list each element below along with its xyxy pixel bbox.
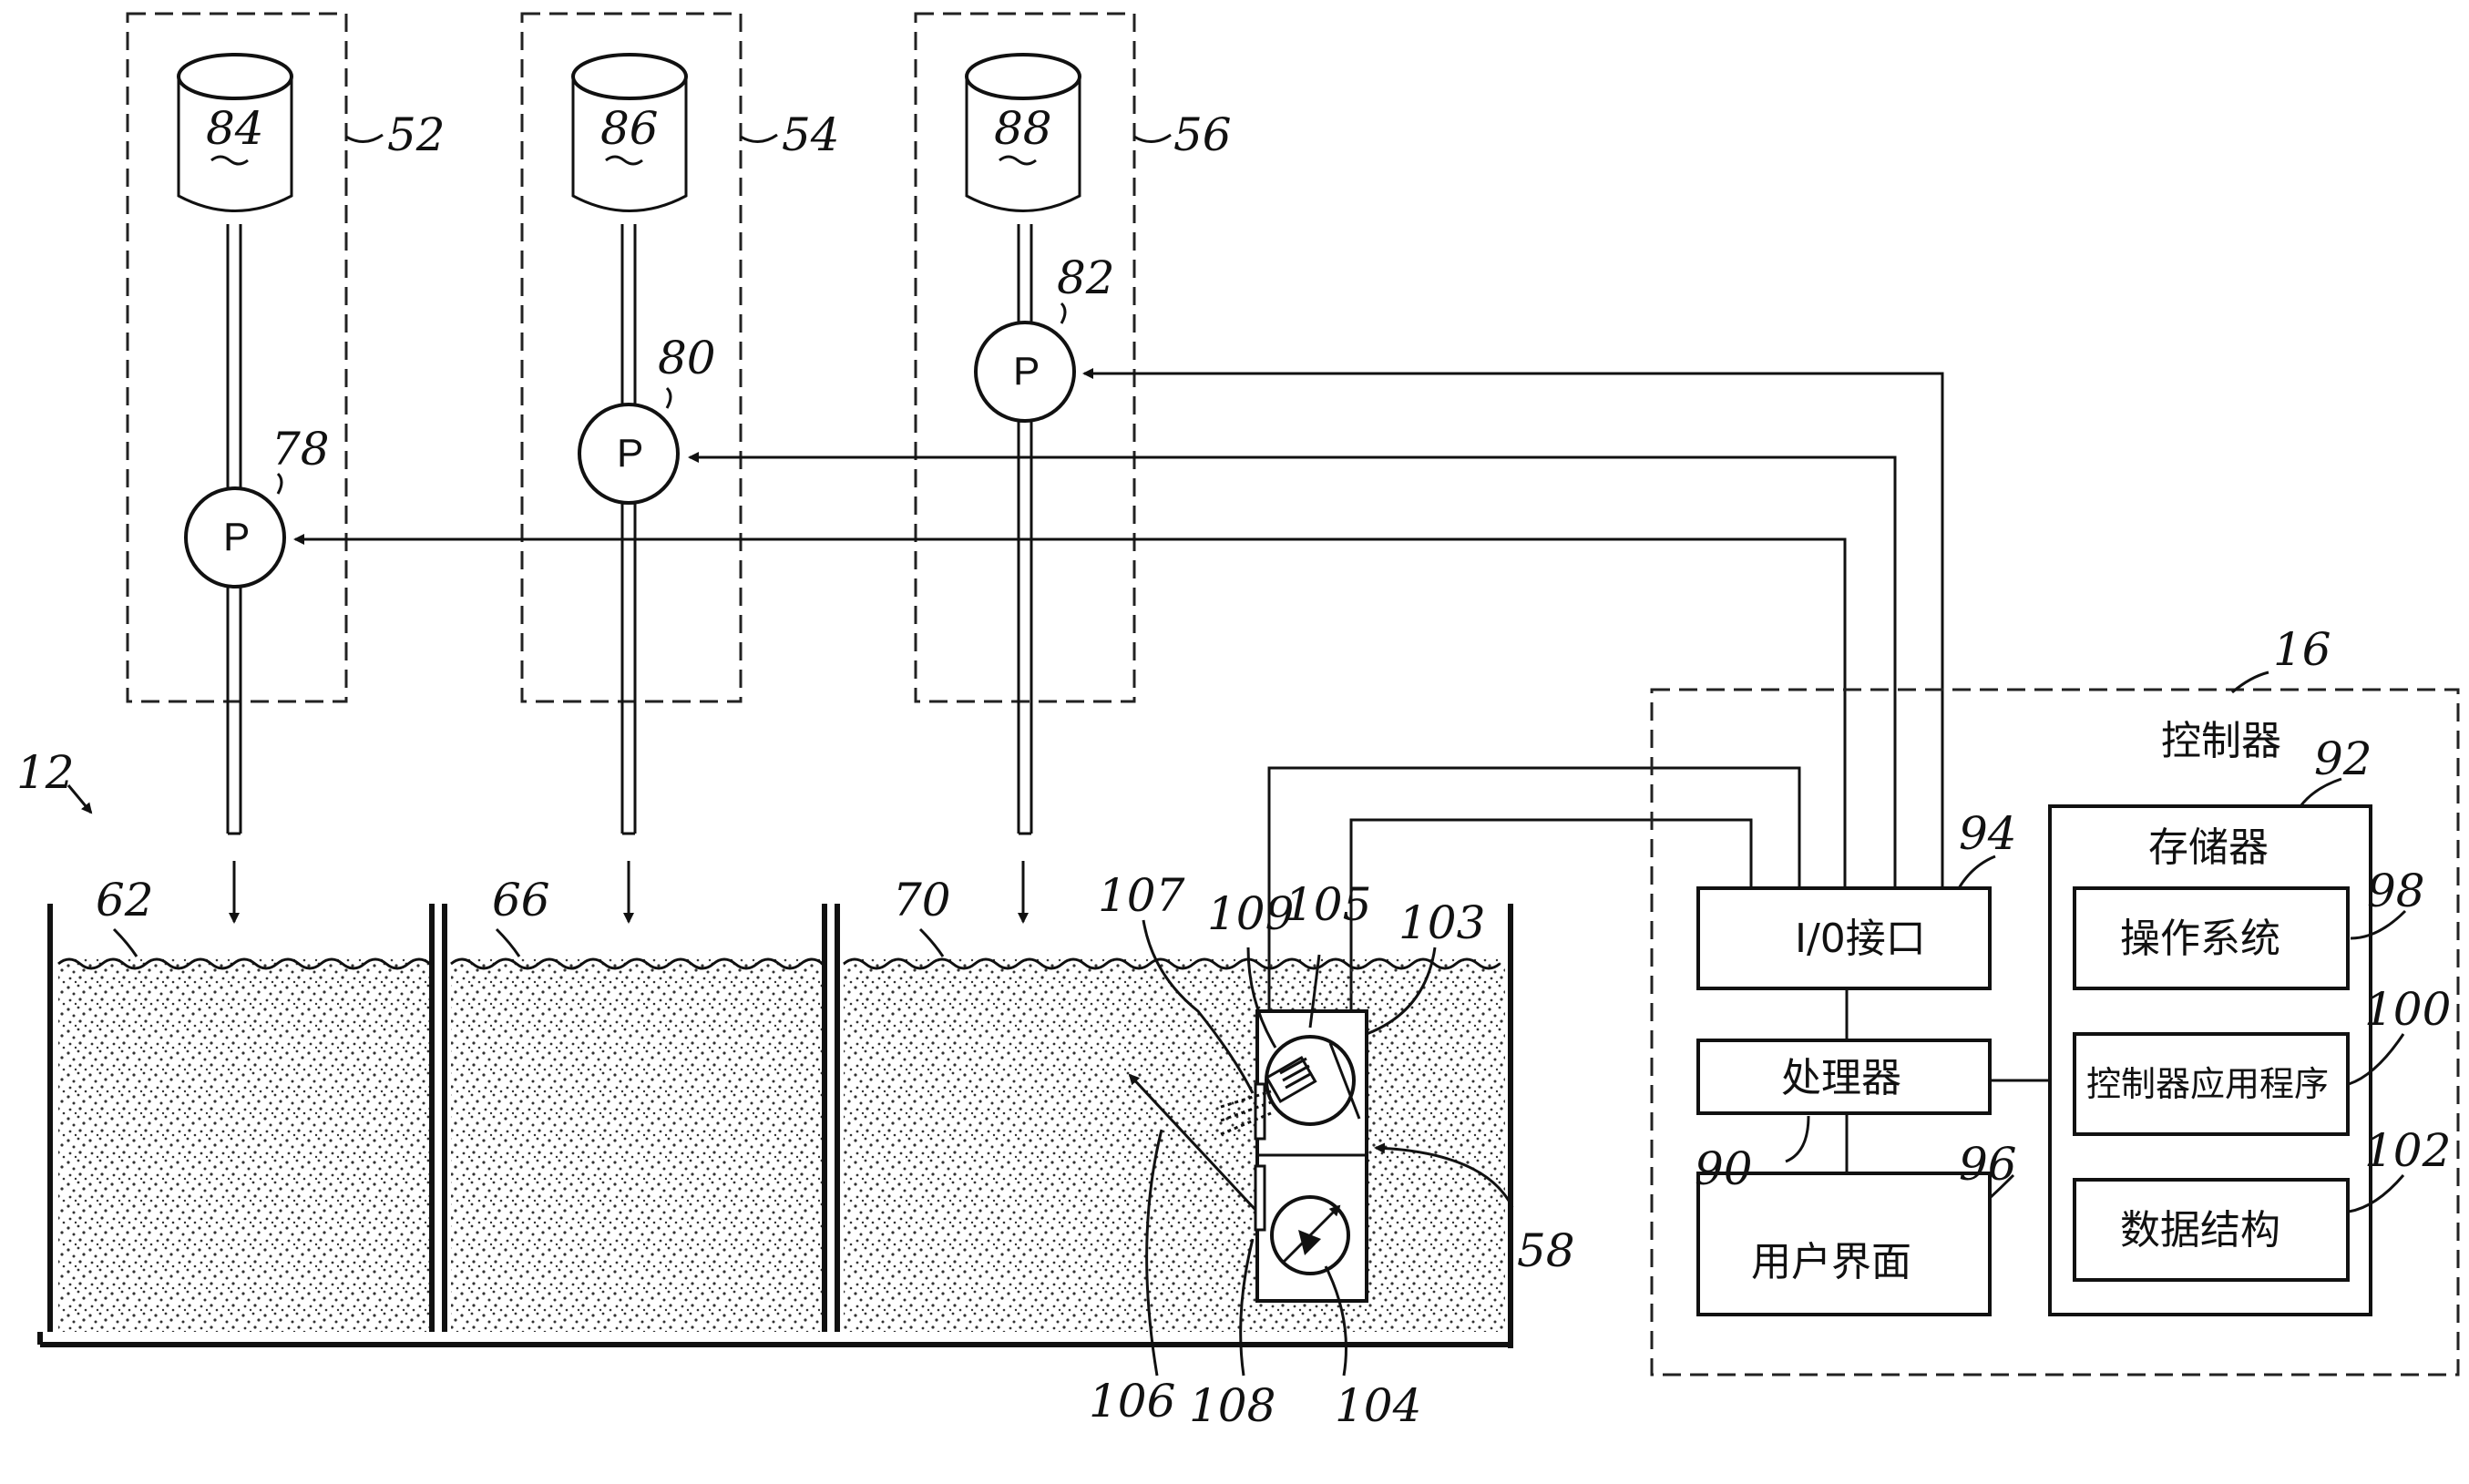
ref-88: 88	[994, 102, 1052, 155]
ref-52: 52	[387, 108, 446, 161]
os-box	[2073, 886, 2350, 990]
ref-58: 58	[1517, 1224, 1575, 1277]
ref-94: 94	[1959, 807, 2017, 860]
pump-78	[184, 486, 286, 588]
ref-108: 108	[1189, 1379, 1275, 1432]
ref-12: 12	[16, 746, 75, 799]
tank-84	[177, 53, 293, 100]
user-interface-box	[1696, 1172, 1992, 1316]
dispenser-unit-52: 84 P 78	[126, 12, 348, 924]
ref-80: 80	[658, 332, 716, 384]
ref-16: 16	[2273, 623, 2331, 676]
ref-96: 96	[1959, 1138, 2017, 1191]
os-label: 操作系统	[2120, 916, 2280, 962]
pump-82-label: P	[1013, 349, 1040, 394]
ref-54: 54	[782, 108, 840, 161]
pump-80	[578, 403, 680, 505]
ref-62: 62	[96, 874, 154, 926]
data-structure-box	[2073, 1178, 2350, 1282]
pump-82	[974, 321, 1076, 423]
ref-103: 103	[1398, 896, 1485, 949]
ref-109: 109	[1207, 887, 1294, 940]
controller-app-box	[2073, 1032, 2350, 1136]
processor-box	[1696, 1039, 1992, 1115]
ref-70: 70	[893, 874, 951, 926]
memory-label: 存储器	[2148, 824, 2269, 871]
ref-56: 56	[1173, 108, 1232, 161]
tank-86	[571, 53, 688, 100]
bath-70	[844, 958, 1505, 1332]
data-structure-label: 数据结构	[2120, 1207, 2280, 1254]
ref-100: 100	[2364, 983, 2451, 1036]
ref-66: 66	[492, 874, 550, 926]
ref-98: 98	[2367, 865, 2425, 917]
ref-86: 86	[600, 102, 659, 155]
dispenser-unit-54: 86 P 80	[520, 12, 743, 924]
ref-92: 92	[2314, 732, 2372, 785]
controller-16: 控制器 I/0接口 处理器 用户界面 存储器 操作系统 控制器应用程序 数据结构	[1650, 688, 2460, 1377]
io-interface-box	[1696, 886, 1992, 990]
ref-82: 82	[1057, 251, 1115, 304]
user-interface-label: 用户界面	[1751, 1239, 1911, 1285]
ref-90: 90	[1695, 1142, 1753, 1195]
bath-tank	[37, 904, 1513, 1348]
ref-84: 84	[206, 102, 264, 155]
sensor-58	[1128, 1009, 1368, 1303]
processor-label: 处理器	[1781, 1055, 1901, 1101]
ref-107: 107	[1098, 869, 1185, 922]
ref-78: 78	[271, 423, 330, 476]
ref-104: 104	[1335, 1379, 1421, 1432]
dispenser-unit-56: 88 P 82	[914, 12, 1136, 924]
bath-66	[451, 958, 822, 1332]
io-interface-label: I/0接口	[1795, 916, 1926, 962]
tank-88	[965, 53, 1081, 100]
pump-78-label: P	[223, 515, 250, 559]
bath-62	[58, 958, 429, 1332]
ref-102: 102	[2364, 1124, 2451, 1177]
controller-app-label: 控制器应用程序	[2086, 1064, 2329, 1104]
ref-106: 106	[1089, 1375, 1175, 1428]
controller-title: 控制器	[2161, 718, 2281, 764]
control-lines	[293, 368, 1944, 1009]
ref-105: 105	[1285, 878, 1371, 931]
pump-80-label: P	[617, 431, 643, 476]
